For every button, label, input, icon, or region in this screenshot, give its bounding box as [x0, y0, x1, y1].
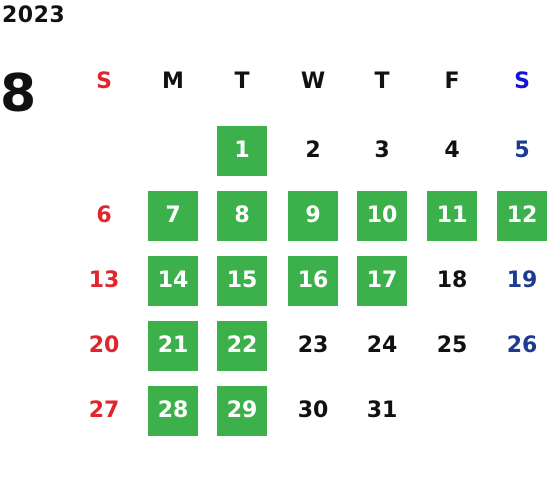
day-cell-22[interactable]: 22 [217, 321, 267, 371]
day-cell-24[interactable]: 24 [366, 333, 398, 358]
day-cell-28[interactable]: 28 [148, 386, 198, 436]
weekday-header-3: W [300, 69, 326, 94]
weekday-header-1: M [162, 69, 184, 94]
day-cell-29[interactable]: 29 [217, 386, 267, 436]
day-cell-3[interactable]: 3 [374, 138, 390, 163]
day-cell-1[interactable]: 1 [217, 126, 267, 176]
weekday-header-2: T [234, 69, 250, 94]
day-cell-7[interactable]: 7 [148, 191, 198, 241]
weekday-header-6: S [514, 69, 530, 94]
day-cell-6[interactable]: 6 [96, 203, 112, 228]
day-cell-26[interactable]: 26 [506, 333, 538, 358]
day-cell-21[interactable]: 21 [148, 321, 198, 371]
day-cell-5[interactable]: 5 [514, 138, 530, 163]
day-cell-18[interactable]: 18 [436, 268, 468, 293]
day-cell-14[interactable]: 14 [148, 256, 198, 306]
day-cell-20[interactable]: 20 [88, 333, 120, 358]
day-cell-8[interactable]: 8 [217, 191, 267, 241]
day-cell-10[interactable]: 10 [357, 191, 407, 241]
month-number: 8 [0, 64, 37, 124]
day-cell-2[interactable]: 2 [305, 138, 321, 163]
day-cell-15[interactable]: 15 [217, 256, 267, 306]
day-cell-12[interactable]: 12 [497, 191, 547, 241]
weekday-header-5: F [444, 69, 460, 94]
day-cell-19[interactable]: 19 [506, 268, 538, 293]
day-cell-11[interactable]: 11 [427, 191, 477, 241]
day-cell-31[interactable]: 31 [366, 398, 398, 423]
year-label: 2023 [2, 3, 66, 28]
weekday-header-4: T [374, 69, 390, 94]
day-cell-30[interactable]: 30 [297, 398, 329, 423]
day-cell-23[interactable]: 23 [297, 333, 329, 358]
day-cell-17[interactable]: 17 [357, 256, 407, 306]
day-cell-25[interactable]: 25 [436, 333, 468, 358]
day-cell-13[interactable]: 13 [88, 268, 120, 293]
weekday-header-0: S [96, 69, 112, 94]
day-cell-27[interactable]: 27 [88, 398, 120, 423]
day-cell-4[interactable]: 4 [444, 138, 460, 163]
day-cell-16[interactable]: 16 [288, 256, 338, 306]
day-cell-9[interactable]: 9 [288, 191, 338, 241]
